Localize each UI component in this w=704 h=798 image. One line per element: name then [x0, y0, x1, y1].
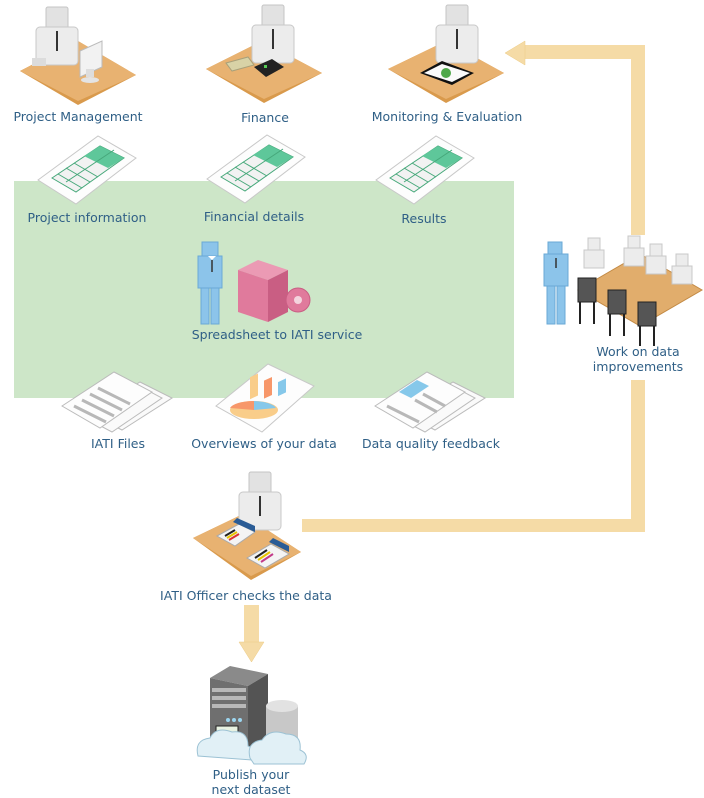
spreadsheet-icon — [37, 135, 137, 205]
loop-arrow-top — [522, 45, 645, 59]
spreadsheet-label-results: Results — [401, 211, 447, 226]
role-label-project-management: Project Management — [13, 109, 143, 124]
publish-label-line1: Publish your — [212, 767, 290, 782]
loop-arrow-bottom — [302, 519, 645, 532]
output-label-overviews: Overviews of your data — [191, 436, 337, 451]
meeting-label-line2: improvements — [592, 359, 684, 374]
loop-arrow-vertical-lower — [631, 380, 645, 532]
output-label-data-quality-feedback: Data quality feedback — [362, 436, 500, 451]
loop-arrow-vertical-upper — [631, 45, 645, 235]
meeting-table-icon — [543, 235, 703, 346]
chart-document-icon — [215, 363, 315, 433]
spreadsheet-icon — [206, 134, 306, 204]
meeting-label-line1: Work on data — [596, 344, 680, 359]
officer-label: IATI Officer checks the data — [160, 588, 332, 603]
person-at-desk-with-monitor-icon — [20, 6, 136, 105]
spreadsheet-label-financial-details: Financial details — [203, 209, 305, 224]
publish-arrow-shaft — [244, 605, 259, 643]
role-label-finance: Finance — [241, 110, 289, 125]
person-with-cube-gear-icon — [197, 241, 311, 325]
person-at-desk-with-tablet-icon — [388, 4, 504, 103]
role-label-monitoring-evaluation: Monitoring & Evaluation — [371, 109, 523, 124]
document-stack-icon — [61, 371, 174, 433]
feedback-document-stack-icon — [374, 371, 487, 433]
loop-arrowhead-icon — [504, 40, 526, 66]
person-at-desk-with-reports-icon — [193, 471, 301, 580]
service-label: Spreadsheet to IATI service — [191, 327, 363, 342]
publish-arrowhead-icon — [238, 641, 265, 663]
output-label-iati-files: IATI Files — [91, 436, 145, 451]
person-at-desk-with-money-calculator-icon — [206, 4, 322, 103]
spreadsheet-label-project-information: Project information — [27, 210, 147, 225]
publish-label-line2: next dataset — [211, 782, 291, 797]
spreadsheet-icon — [375, 135, 475, 205]
server-cloud-icon — [196, 666, 307, 765]
